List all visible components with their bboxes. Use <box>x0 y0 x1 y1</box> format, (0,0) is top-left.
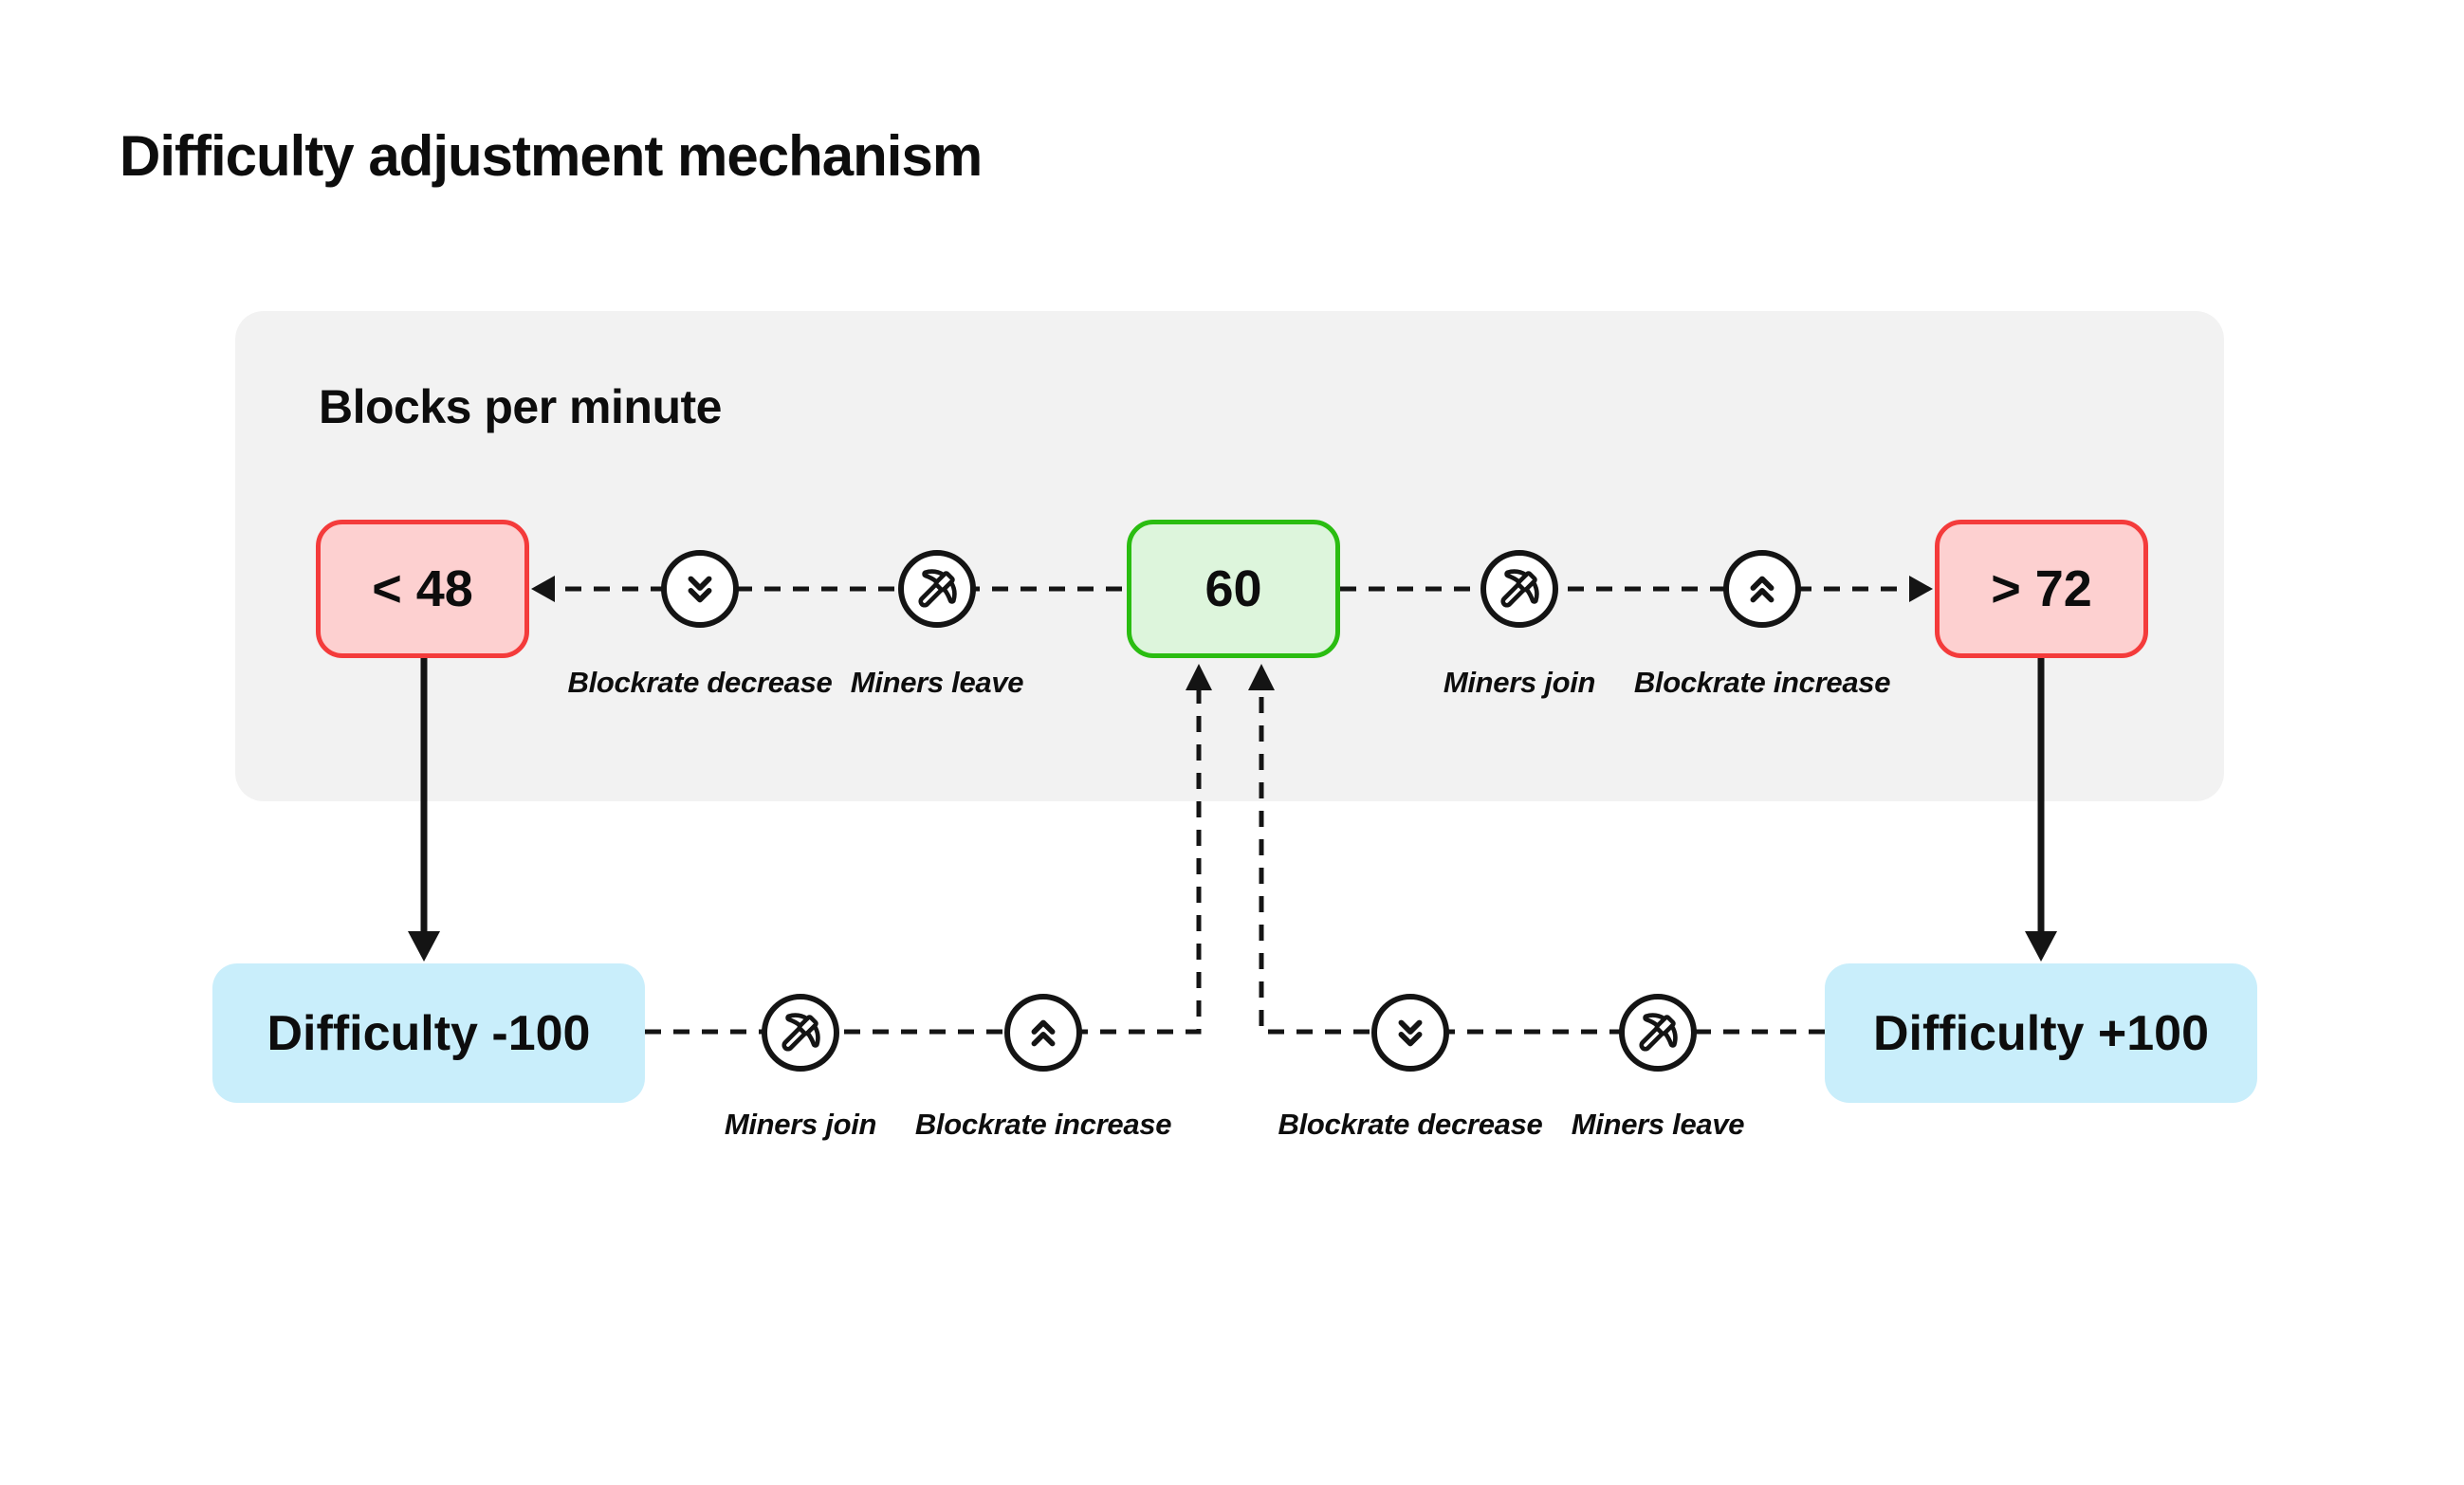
node-blocks-high-label: > 72 <box>1991 560 2092 617</box>
step-circle-blockrate-decrease-bottom <box>1371 994 1449 1072</box>
step-circle-blockrate-decrease-top <box>661 550 739 628</box>
pickaxe-icon <box>781 1013 820 1052</box>
step-label: Miners leave <box>850 666 1024 699</box>
node-blocks-target-label: 60 <box>1204 560 1262 617</box>
node-difficulty-minus: Difficulty -100 <box>212 963 645 1103</box>
node-difficulty-plus: Difficulty +100 <box>1825 963 2257 1103</box>
pickaxe-icon <box>1500 569 1539 608</box>
page-title: Difficulty adjustment mechanism <box>120 124 983 188</box>
node-blocks-low: < 48 <box>316 520 529 658</box>
step-circle-miners-join-bottom <box>762 994 839 1072</box>
step-circle-blockrate-increase-top <box>1723 550 1801 628</box>
dashed-line-difficulty-plus-to-target <box>1259 677 1825 1035</box>
chevrons-up-icon <box>1750 576 1774 603</box>
step-label: Miners leave <box>1571 1108 1745 1141</box>
chevrons-up-icon <box>1031 1019 1056 1047</box>
step-label: Blockrate decrease <box>567 666 833 699</box>
arrowhead-into-difficulty-plus <box>2025 931 2057 962</box>
step-label: Blockrate increase <box>1633 666 1891 699</box>
arrowhead-into-high-box <box>1909 576 1933 602</box>
node-difficulty-plus-label: Difficulty +100 <box>1872 1005 2210 1061</box>
node-blocks-high: > 72 <box>1935 520 2148 658</box>
step-circle-miners-leave-top <box>898 550 976 628</box>
dashed-line-difficulty-minus-to-target <box>645 677 1202 1035</box>
node-blocks-low-label: < 48 <box>372 560 473 617</box>
arrowhead-up-left-into-target <box>1186 664 1212 690</box>
node-difficulty-minus-label: Difficulty -100 <box>267 1005 591 1061</box>
step-circle-blockrate-increase-bottom <box>1004 994 1082 1072</box>
step-circle-miners-join-top <box>1480 550 1558 628</box>
step-circle-miners-leave-bottom <box>1619 994 1697 1072</box>
step-label: Blockrate increase <box>914 1108 1172 1141</box>
chevrons-down-icon <box>688 576 712 603</box>
arrowhead-into-difficulty-minus <box>408 931 440 962</box>
arrowhead-into-low-box <box>531 576 555 602</box>
panel-label: Blocks per minute <box>319 380 722 433</box>
step-label: Miners join <box>724 1108 877 1141</box>
pickaxe-icon <box>918 569 957 608</box>
step-label: Blockrate decrease <box>1278 1108 1543 1141</box>
chevrons-down-icon <box>1398 1019 1423 1047</box>
arrowhead-up-right-into-target <box>1248 664 1275 690</box>
node-blocks-target: 60 <box>1127 520 1340 658</box>
pickaxe-icon <box>1639 1013 1678 1052</box>
step-label: Miners join <box>1443 666 1596 699</box>
